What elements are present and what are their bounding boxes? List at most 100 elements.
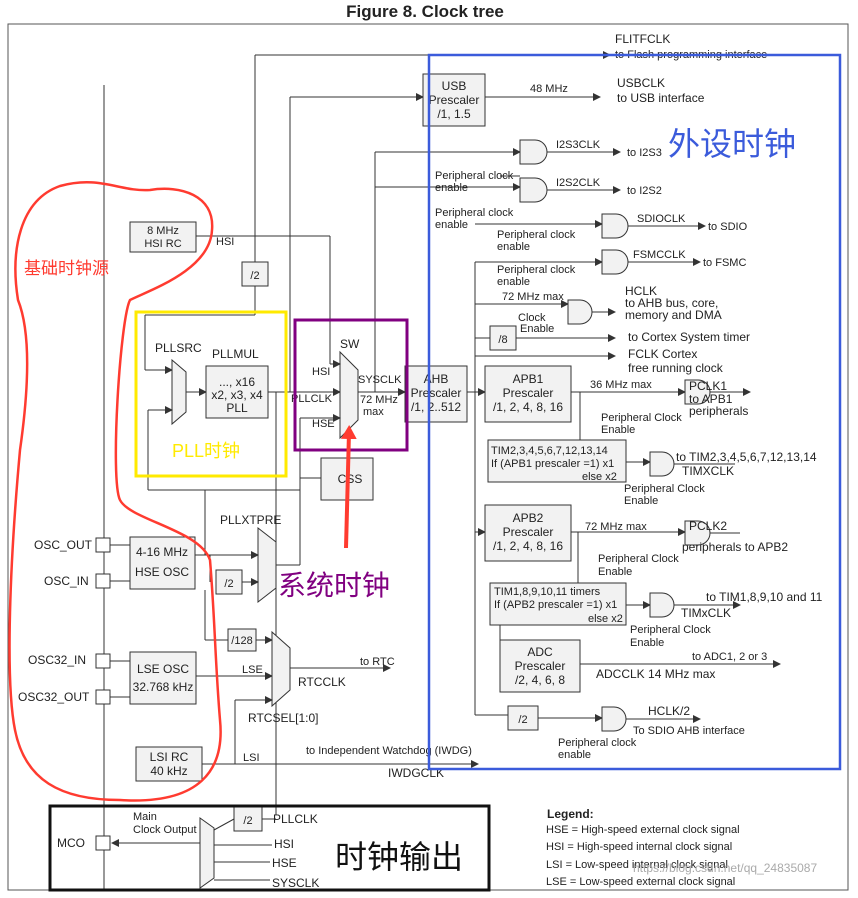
tim2-enable2: Enable: [624, 495, 658, 507]
pclk1-gate: [684, 379, 711, 405]
timx-gate: [649, 451, 675, 477]
div8-label: /8: [498, 334, 507, 346]
mco-div2-line: [213, 818, 235, 831]
i2s2-enable2: enable: [435, 219, 468, 231]
hclk-desc2: memory and DMA: [625, 308, 722, 322]
tim1-timxclk: TIMxCLK: [681, 606, 731, 620]
hclk-label: HCLK: [625, 284, 657, 298]
legend-item-hse: HSE = High-speed external clock signal: [546, 824, 740, 836]
i2s3-to: to I2S3: [627, 147, 662, 159]
adc-line2: Prescaler: [515, 659, 566, 673]
lse-label: LSE: [242, 664, 263, 676]
lsi-rc-line2: 40 kHz: [150, 764, 187, 778]
osc-out-label: OSC_OUT: [34, 538, 93, 552]
tim1-enable1: Peripheral Clock: [630, 624, 711, 636]
usb-line1: USB: [442, 79, 467, 93]
hclk2-label: HCLK/2: [648, 704, 690, 718]
div2-pll-block: [241, 261, 269, 287]
sysclk-max1: 72 MHz: [360, 394, 398, 406]
clock-enable2: Enable: [520, 323, 554, 335]
tim1-out-label: to TIM1,8,9,10 and 11: [706, 590, 823, 604]
clock-output-outline: [48, 804, 491, 892]
tim1-gate: [649, 592, 675, 618]
pllxtpre-mux: [257, 526, 277, 604]
sw-hsi-label: HSI: [312, 366, 330, 378]
hclk2-gate: [601, 706, 627, 732]
peripheral-clock-label: 外设时钟: [668, 126, 796, 162]
div2-sdio-block: [507, 705, 539, 731]
basic-clock-source-label: 基础时钟源: [24, 259, 109, 278]
basic-clock-source-outline: [8, 181, 222, 802]
legend-title: Legend:: [547, 807, 594, 821]
pclk2-desc: peripherals to APB2: [682, 540, 788, 554]
usbclk-desc: to USB interface: [617, 91, 705, 105]
sdioclk-label: SDIOCLK: [637, 213, 686, 225]
pllsrc-mux: [171, 358, 187, 426]
pll-line2: x2, x3, x4: [211, 388, 263, 402]
pllxtpre-label: PLLXTPRE: [220, 513, 281, 527]
lse-osc-line2: 32.768 kHz: [133, 680, 194, 694]
pll-block: [205, 365, 269, 419]
pclk2-enable1: Peripheral Clock: [598, 553, 679, 565]
pclk1-label: PCLK1: [689, 379, 727, 393]
div2-sdio-label: /2: [518, 714, 527, 726]
apb1-line1: APB1: [513, 372, 544, 386]
div2-hse-label: /2: [224, 578, 233, 590]
hclk-gate: [567, 299, 593, 325]
hsi-rc-line2: HSI RC: [144, 238, 181, 250]
watermark: https://blog.csdn.net/qq_24835087: [633, 861, 817, 875]
tim1-block: [489, 582, 627, 626]
pll-clock-label: PLL时钟: [172, 441, 240, 461]
tim2-line3: else x2: [582, 471, 617, 483]
sw-label: SW: [340, 337, 360, 351]
fclk-desc: free running clock: [628, 361, 724, 375]
tim2-enable1: Peripheral Clock: [624, 483, 705, 495]
i2s3-gate: [519, 139, 548, 165]
i2s3-enable1: Peripheral clock: [435, 170, 514, 182]
pclk1-desc2: peripherals: [689, 404, 748, 418]
i2s2-to: to I2S2: [627, 185, 662, 197]
hclk-desc1: to AHB bus, core,: [625, 296, 718, 310]
hsi-label: HSI: [216, 236, 234, 248]
pclk1-enable2: Enable: [601, 424, 635, 436]
main-clock-output1: Main: [133, 811, 157, 823]
adc-prescaler-block: [499, 639, 581, 693]
pllsrc-label: PLLSRC: [155, 341, 202, 355]
i2s2-gate: [519, 177, 548, 203]
osc-in-pin: [95, 573, 111, 589]
clock-output-label: 时钟输出: [335, 839, 463, 875]
mco-pllclk: PLLCLK: [273, 812, 318, 826]
system-clock-arrow: [340, 425, 357, 549]
tim1-line1: TIM1,8,9,10,11 timers: [494, 586, 601, 598]
rtcsel-label: RTCSEL[1:0]: [248, 711, 318, 725]
legend-item-lsi: LSI = Low-speed internal clock signal: [546, 859, 728, 871]
css-label: CSS: [338, 472, 363, 486]
legend-item-lse: LSE = Low-speed external clock signal: [546, 876, 735, 888]
div2-hse-block: [215, 569, 243, 595]
hsi-rc-line1: 8 MHz: [147, 225, 179, 237]
rtcsel-mux: [271, 630, 291, 708]
sdio-gate: [601, 213, 629, 239]
clock-enable1: Clock: [518, 312, 546, 324]
mco-label: MCO: [57, 836, 85, 850]
apb2-line3: /1, 2, 4, 8, 16: [493, 539, 563, 553]
hclk2-enable2: enable: [558, 749, 591, 761]
system-clock-outline: [293, 318, 409, 452]
pclk2-label: PCLK2: [689, 519, 727, 533]
usb-prescaler-block: [422, 73, 486, 127]
hclk2-enable1: Peripheral clock: [558, 737, 637, 749]
apb1-line2: Prescaler: [503, 386, 554, 400]
lse-osc-line1: LSE OSC: [137, 662, 189, 676]
adc-line1: ADC: [527, 645, 553, 659]
pllmul-label: PLLMUL: [212, 347, 259, 361]
pclk1-desc1: to APB1: [689, 392, 733, 406]
apb2-prescaler-block: [484, 504, 572, 562]
tim1-enable2: Enable: [630, 637, 664, 649]
legend-item-hsi: HSI = High-speed internal clock signal: [546, 841, 732, 853]
ahb-line3: /1, 2..512: [411, 400, 461, 414]
pll-clock-outline: [134, 310, 288, 478]
sw-mux: [339, 350, 359, 440]
apb1-prescaler-block: [484, 365, 572, 423]
hse-osc-line2: HSE OSC: [135, 565, 189, 579]
